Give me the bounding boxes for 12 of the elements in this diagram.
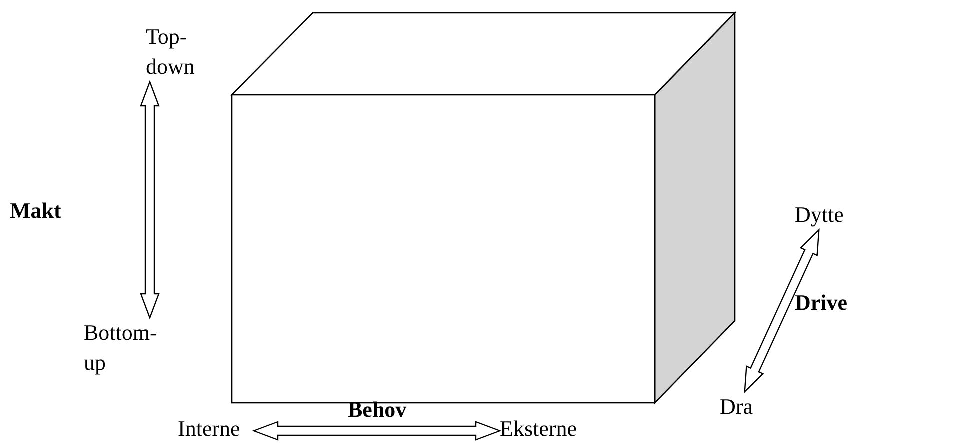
- end-label: Bottom- up: [84, 318, 164, 378]
- end-label: Eksterne: [500, 414, 584, 443]
- end-label: Dra: [720, 392, 756, 422]
- edge-label: Drive: [795, 292, 848, 314]
- double-arrow: [252, 421, 502, 441]
- edge-label: Behov: [348, 399, 407, 421]
- edge-label: Makt: [10, 200, 62, 222]
- end-label: Dytte: [795, 200, 857, 230]
- double-arrow: [140, 80, 160, 320]
- end-label: Interne: [178, 414, 254, 443]
- end-label: Top- down: [146, 22, 208, 82]
- double-arrow: [744, 228, 820, 394]
